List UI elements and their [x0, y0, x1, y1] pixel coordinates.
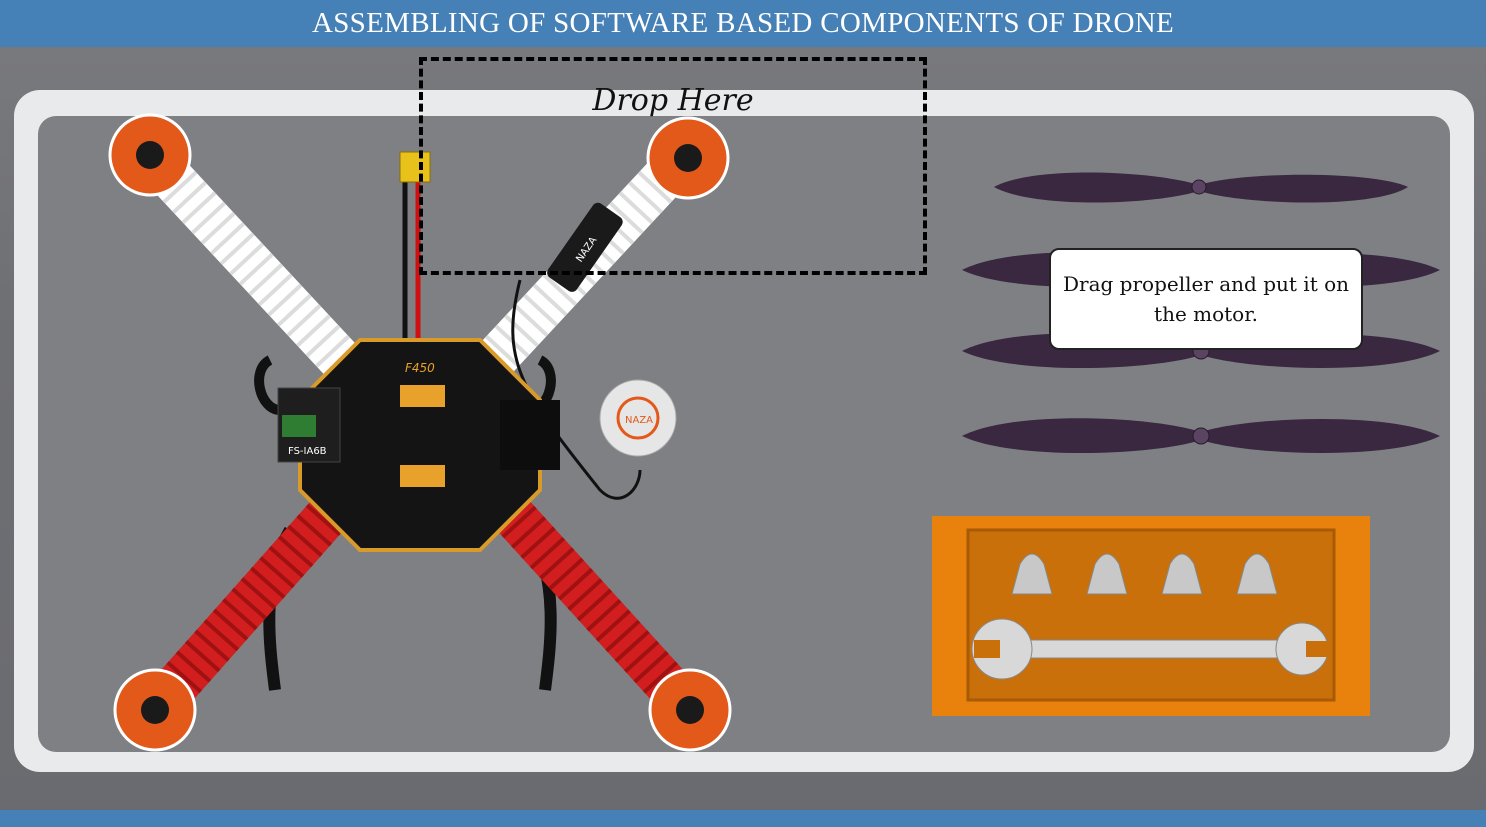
propeller-1[interactable] — [994, 165, 1408, 211]
nut-4[interactable] — [1236, 553, 1278, 595]
wrench[interactable] — [971, 618, 1330, 680]
battery-pack — [500, 400, 560, 470]
arm-rear-left — [138, 475, 367, 725]
drone-frame: NAZA F450 FS-IA6B NAZA — [108, 113, 732, 752]
toolbox-tray — [932, 516, 1370, 716]
gps-module — [599, 379, 677, 457]
flight-controller: NAZA — [547, 202, 623, 292]
nut-2[interactable] — [1086, 553, 1128, 595]
receiver-label: FS-IA6B — [288, 446, 327, 457]
power-distribution-top — [400, 385, 445, 407]
arm-front-left — [133, 140, 367, 385]
arm-rear-right — [473, 475, 707, 725]
propeller-4[interactable] — [962, 410, 1440, 462]
motor-front-right — [646, 116, 730, 200]
nut-1[interactable] — [1011, 553, 1053, 595]
gps-label: NAZA — [625, 415, 653, 426]
motor-rear-left — [113, 668, 197, 752]
page-title: ASSEMBLING OF SOFTWARE BASED COMPONENTS … — [0, 0, 1486, 47]
footer-bar — [0, 810, 1486, 827]
motor-rear-right — [648, 668, 732, 752]
battery-connector — [399, 151, 431, 183]
power-distribution-bottom — [400, 465, 445, 487]
frame-label: F450 — [405, 361, 435, 375]
instruction-tooltip: Drag propeller and put it on the motor. — [1049, 248, 1363, 350]
drop-zone[interactable]: Drop Here — [419, 57, 927, 275]
drop-zone-label: Drop Here — [592, 83, 754, 118]
nut-3[interactable] — [1161, 553, 1203, 595]
motor-front-left — [108, 113, 192, 197]
